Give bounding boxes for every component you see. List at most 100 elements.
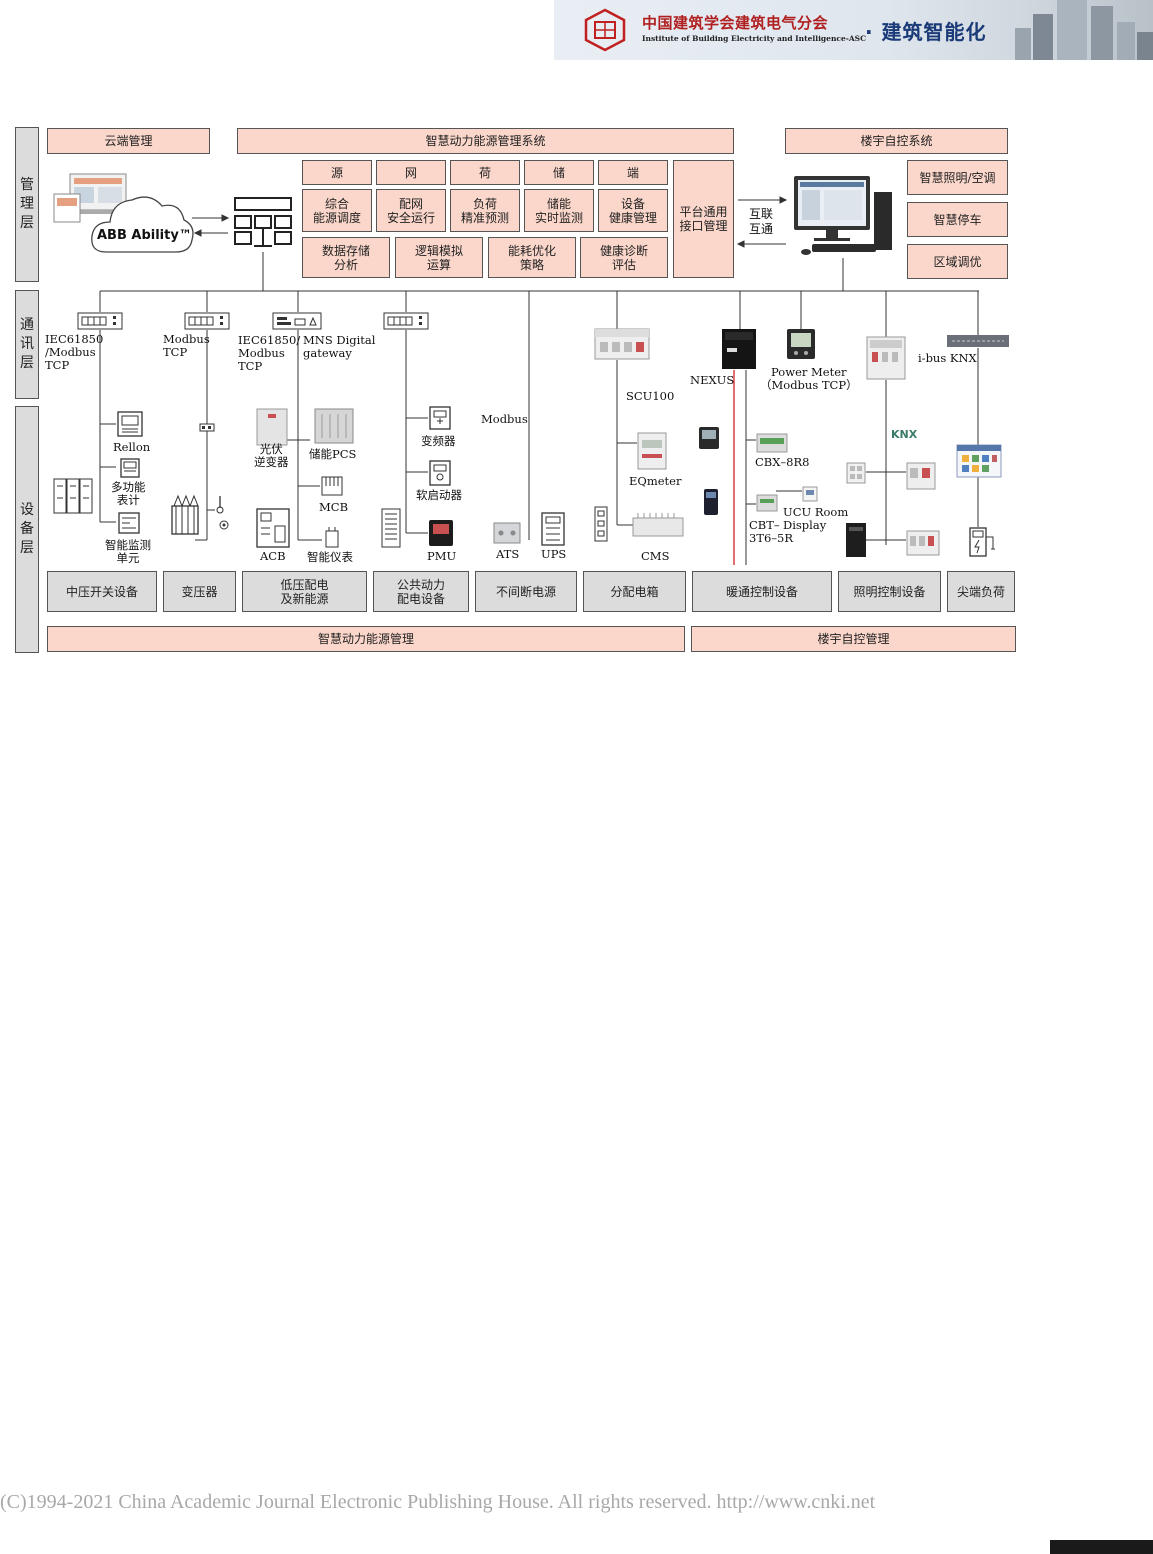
cbt-label: CBT– 3T6–5R — [749, 518, 794, 545]
smart-monitor-label: 智能监测 单元 — [105, 538, 151, 565]
ats-label: ATS — [496, 547, 520, 561]
energy-load-box: 荷 — [450, 160, 520, 185]
energy-storage-box: 储 — [524, 160, 594, 185]
category-public-power: 公共动力 配电设备 — [373, 571, 469, 612]
nexus-label: NEXUS — [690, 373, 735, 387]
modbus-tcp-label: Modbus TCP — [163, 332, 210, 359]
asc-logo-icon — [584, 8, 626, 52]
distribution-panel-icon — [381, 508, 401, 548]
charging-management-screen-icon — [956, 444, 1002, 478]
soft-starter-icon — [429, 460, 451, 486]
ups-icon — [541, 512, 565, 546]
storage-monitor-box: 储能 实时监测 — [524, 189, 594, 232]
network-switch-icon — [77, 312, 123, 330]
multifunction-meter-icon — [120, 458, 140, 478]
skyline-icon — [1015, 0, 1153, 60]
cbx-label: CBX–8R8 — [755, 455, 810, 469]
ucu-room-display-icon — [802, 486, 818, 502]
category-transformer: 变压器 — [163, 571, 236, 612]
desktop-computer-icon — [794, 176, 892, 255]
energy-terminal-box: 端 — [598, 160, 668, 185]
energy-management-footer-box: 智慧动力能源管理 — [47, 626, 685, 652]
iec61850-modbus-label-2: IEC61850/ Modbus TCP — [238, 333, 301, 373]
storage-pcs-icon — [314, 408, 354, 444]
energy-dispatch-box: 综合 能源调度 — [302, 189, 372, 232]
smart-meter-label: 智能仪表 — [307, 550, 353, 564]
server-hub-icon — [234, 197, 292, 247]
transformer-icon — [171, 494, 199, 535]
energy-system-box: 智慧动力能源管理系统 — [237, 128, 734, 154]
storage-pcs-label: 储能PCS — [309, 447, 357, 461]
eqmeter-label: EQmeter — [629, 474, 682, 488]
category-mv-switchgear: 中压开关设备 — [47, 571, 157, 612]
ev-charger-icon — [969, 527, 995, 557]
nexus-device-icon — [722, 329, 756, 369]
pv-inverter-icon — [256, 408, 288, 446]
rellon-label: Rellon — [113, 440, 151, 454]
vfd-drive-icon — [704, 489, 718, 515]
layer-management: 管 理 层 — [15, 127, 39, 282]
lighting-controller-icon — [866, 336, 906, 380]
soft-starter-label: 软启动器 — [416, 488, 462, 502]
category-tip-load: 尖端负荷 — [947, 571, 1015, 612]
abb-ability-label: ABB Ability™ — [97, 228, 192, 243]
laptop-dashboard-icon — [53, 173, 130, 223]
mcb-breaker-icon — [321, 476, 343, 496]
layer-device: 设 备 层 — [15, 406, 39, 653]
banner-title: 中国建筑学会建筑电气分会 — [642, 14, 829, 32]
switchgear-cabinet-icon — [53, 478, 93, 514]
sensor-module-icon — [199, 423, 215, 432]
network-switch-icon — [184, 312, 230, 330]
layer-communication: 通 讯 层 — [15, 290, 39, 399]
category-hvac-control: 暖通控制设备 — [692, 571, 832, 612]
corner-bar — [1050, 1540, 1153, 1554]
cloud-icon — [91, 196, 194, 253]
cms-label: CMS — [641, 549, 670, 563]
header-banner: 中国建筑学会建筑电气分会 Institute of Building Elect… — [554, 0, 1153, 60]
category-distribution-box: 分配电箱 — [583, 571, 686, 612]
category-lighting-control: 照明控制设备 — [838, 571, 941, 612]
pmu-icon — [429, 520, 453, 546]
modbus-label: Modbus — [481, 412, 528, 426]
cbt-controller-icon — [756, 494, 778, 512]
mns-gateway-icon — [272, 312, 322, 330]
smart-meter-icon — [325, 527, 339, 548]
acb-breaker-icon — [256, 508, 290, 548]
category-ups: 不间断电源 — [475, 571, 577, 612]
energy-optimization-box: 能耗优化 策略 — [488, 237, 576, 278]
rellon-relay-icon — [117, 411, 143, 437]
multifunction-meter-label: 多功能 表计 — [111, 480, 146, 507]
smart-lighting-hvac-box: 智慧照明/空调 — [907, 160, 1008, 195]
mns-gateway-label: MNS Digital gateway — [303, 333, 376, 360]
zone-optimization-box: 区域调优 — [907, 244, 1008, 279]
thermometer-icon — [216, 496, 224, 514]
load-forecast-box: 负荷 精准预测 — [450, 189, 520, 232]
scu100-label: SCU100 — [626, 389, 675, 403]
bas-system-box: 楼宇自控系统 — [785, 128, 1008, 154]
data-storage-box: 数据存储 分析 — [302, 237, 390, 278]
ups-label: UPS — [541, 547, 567, 561]
vfd-label: 变频器 — [421, 434, 456, 448]
interconnect-label: 互联 互通 — [749, 207, 774, 236]
scu100-controller-icon — [594, 328, 650, 360]
health-diagnosis-box: 健康诊断 评估 — [580, 237, 668, 278]
ibus-knx-switch-icon — [947, 335, 1009, 347]
banner-tag: · 建筑智能化 — [865, 20, 987, 44]
energy-grid-box: 网 — [376, 160, 446, 185]
grid-safety-box: 配网 安全运行 — [376, 189, 446, 232]
eqmeter-icon — [637, 432, 667, 470]
banner-subtitle: Institute of Building Electricity and In… — [642, 34, 867, 43]
energy-source-box: 源 — [302, 160, 372, 185]
smart-parking-box: 智慧停车 — [907, 202, 1008, 237]
ats-icon — [493, 522, 521, 544]
cms-sensor-icon — [632, 513, 684, 537]
mcb-label: MCB — [319, 500, 349, 514]
cbx-controller-icon — [756, 433, 788, 453]
power-meter-icon — [787, 329, 815, 359]
vfd-icon — [429, 406, 451, 430]
pmu-label: PMU — [427, 549, 457, 563]
hvac-meter-icon — [699, 427, 719, 449]
device-health-box: 设备 健康管理 — [598, 189, 668, 232]
ibus-knx-label: i-bus KNX — [918, 351, 977, 365]
